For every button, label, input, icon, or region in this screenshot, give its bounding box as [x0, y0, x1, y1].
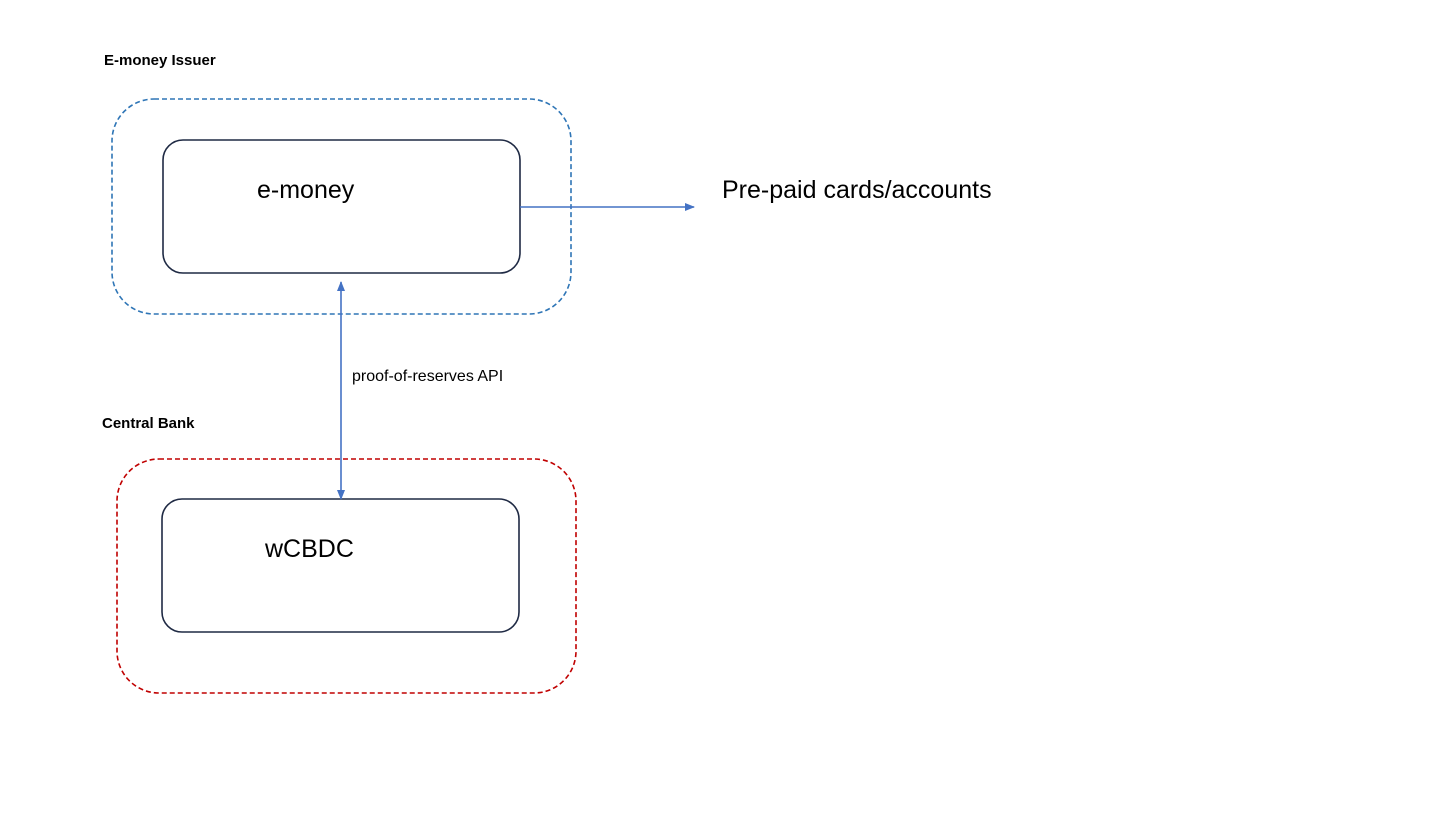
- central-bank-group-label: Central Bank: [102, 415, 195, 432]
- prepaid-label: Pre-paid cards/accounts: [722, 176, 992, 204]
- proof-of-reserves-label: proof-of-reserves API: [352, 368, 504, 385]
- issuer-group-label: E-money Issuer: [104, 52, 216, 69]
- emoney-node-label: e-money: [257, 176, 355, 204]
- emoney-node-box[interactable]: [162, 139, 521, 274]
- wcbdc-node-label: wCBDC: [265, 535, 354, 563]
- central-bank-group-border: [116, 458, 577, 694]
- wcbdc-node-box[interactable]: [161, 498, 520, 633]
